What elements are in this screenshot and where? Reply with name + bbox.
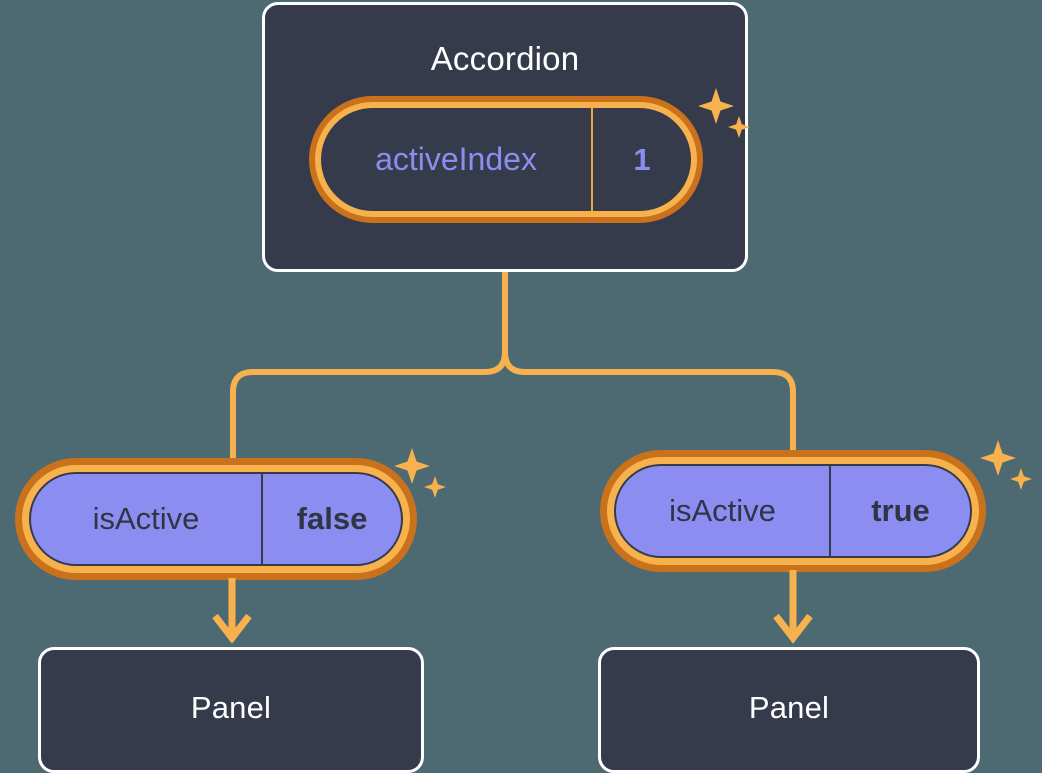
prop-value: 1: [633, 141, 651, 177]
component-node-panel-left[interactable]: Panel: [38, 647, 424, 773]
arrow-down-icon: [773, 570, 813, 644]
component-title: Accordion: [430, 40, 580, 77]
component-title: Panel: [748, 690, 830, 725]
component-node-panel-right[interactable]: Panel: [598, 647, 980, 773]
sparkle-icon: [424, 476, 446, 498]
prop-name: isActive: [31, 474, 263, 564]
prop-name: activeIndex: [321, 108, 593, 211]
pill-content: isActive false: [29, 472, 403, 566]
prop-pill-isactive-false[interactable]: isActive false: [15, 458, 417, 580]
prop-pill-activeindex[interactable]: activeIndex 1: [309, 96, 703, 223]
prop-pill-isactive-true[interactable]: isActive true: [600, 450, 986, 572]
prop-value: false: [296, 501, 368, 536]
pill-content: activeIndex 1: [321, 108, 691, 211]
pill-content: isActive true: [614, 464, 972, 558]
sparkle-icon: [1010, 468, 1032, 490]
component-title: Panel: [190, 690, 272, 725]
prop-name: isActive: [616, 466, 831, 556]
prop-value: true: [871, 493, 930, 528]
arrow-down-icon: [212, 578, 252, 644]
